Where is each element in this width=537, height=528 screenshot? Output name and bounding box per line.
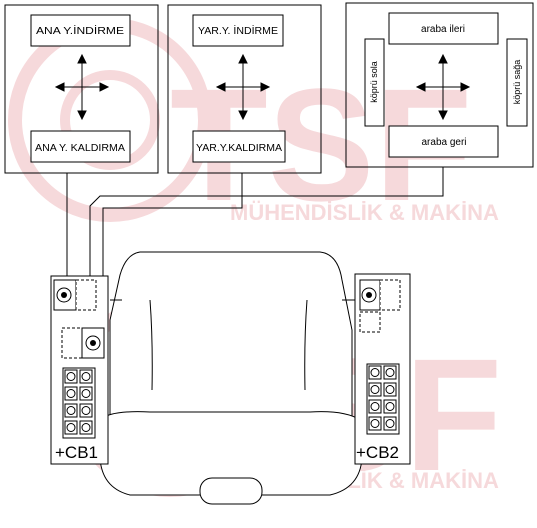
panel-left: ANA Y.İNDİRME ANA Y. KALDIRMA <box>4 4 159 174</box>
panel-middle-top-box <box>192 14 284 47</box>
panel-right-bottom-label: araba geri <box>421 137 466 148</box>
cabinet-right-slot-1 <box>379 279 401 311</box>
panel-right-top-box <box>388 12 499 45</box>
seat-contour-left <box>149 299 153 391</box>
panel-right-bottom-box <box>388 125 499 158</box>
panel-middle-bottom-label: YAR.Y.KALDIRMA <box>196 143 282 154</box>
panel-right-right-label: köprü sağa <box>512 60 522 105</box>
panel-right-left-label: köprü sola <box>369 61 379 103</box>
cabinet-left-slot-2 <box>61 327 83 359</box>
cabinet-right-button-grid <box>366 363 400 435</box>
panel-left-top-label: ANA Y.İNDİRME <box>36 24 124 37</box>
cabinet-left: +CB1 <box>50 275 109 465</box>
operator-seat <box>99 251 363 505</box>
panel-left-top-box <box>30 14 131 47</box>
watermark-globe-icon <box>60 70 160 170</box>
joystick-knob-center-icon <box>61 292 67 298</box>
cable-right-panel <box>89 167 444 278</box>
cabinet-left-slot-1 <box>75 279 97 311</box>
cabinet-right-slot-2 <box>359 311 381 333</box>
panel-right: araba ileri araba geri köprü sola köprü … <box>345 2 534 168</box>
cable-middle-panel <box>102 173 243 278</box>
panel-middle-frame <box>167 4 322 174</box>
seat-handle <box>199 477 263 505</box>
watermark-tagline: MÜHENDİSLİK & MAKİNA <box>230 200 499 225</box>
panel-left-frame <box>4 4 159 174</box>
cabinet-right: +CB2 <box>354 273 411 465</box>
panel-middle-bottom-box <box>192 130 286 163</box>
panel-right-top-label: araba ileri <box>421 24 465 35</box>
joystick-four-way-arrow-icon-3 <box>415 53 471 121</box>
panel-right-frame <box>345 2 534 168</box>
joystick-four-way-arrow-icon <box>54 53 110 121</box>
joystick-knob-center-icon-2 <box>90 340 96 346</box>
panel-middle: YAR.Y. İNDİRME YAR.Y.KALDIRMA <box>167 4 322 174</box>
cables <box>66 167 444 278</box>
joystick-four-way-arrow-icon-2 <box>215 53 271 121</box>
panel-right-right-box <box>506 38 528 127</box>
panel-middle-top-label: YAR.Y. İNDİRME <box>198 24 278 37</box>
seat-contour-right <box>304 299 308 391</box>
joystick-knob-center-icon-3 <box>366 292 372 298</box>
panel-left-bottom-box <box>30 130 131 163</box>
cabinet-right-label: +CB2 <box>356 443 399 462</box>
panel-right-left-box <box>364 38 385 127</box>
cabinet-left-label: +CB1 <box>55 443 98 462</box>
panel-left-bottom-label: ANA Y. KALDIRMA <box>35 143 125 154</box>
cabinet-left-button-grid <box>62 367 96 439</box>
